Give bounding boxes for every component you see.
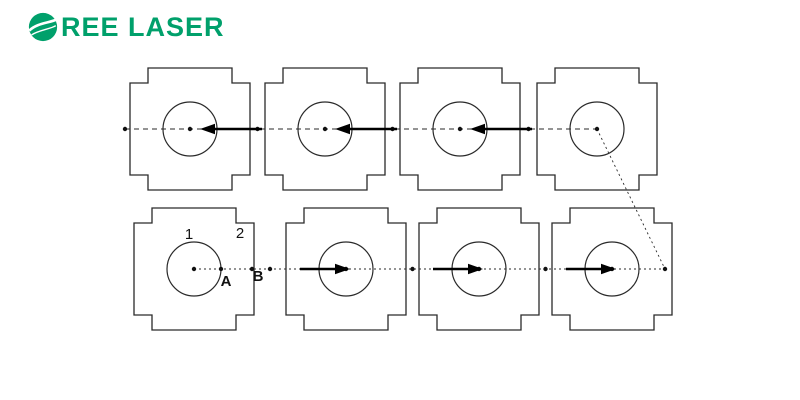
path-node-dot (191, 266, 197, 272)
transfer-path (596, 128, 666, 270)
path-node-dot (662, 266, 668, 272)
path-node-dot (218, 266, 224, 272)
label-contour-number: 2 (236, 225, 244, 242)
globe-sphere (28, 12, 58, 42)
label-point-a: A (221, 273, 232, 290)
path-node-dot (410, 266, 415, 272)
globe-icon (28, 12, 58, 42)
path-node-dot (457, 126, 463, 132)
globe-swoosh (28, 18, 58, 32)
arrowhead-left-icon (335, 123, 350, 135)
arrowhead-left-icon (200, 123, 215, 135)
arrowhead-right-icon (601, 263, 616, 275)
brand-logo: REE LASER (28, 12, 225, 42)
path-node-dot (594, 126, 600, 132)
path-node-dot (187, 126, 193, 132)
arrowhead-left-icon (470, 123, 485, 135)
path-node-dot (322, 126, 328, 132)
arrowhead-right-icon (335, 263, 350, 275)
path-node-dot (543, 266, 548, 272)
label-hole-number: 1 (185, 226, 193, 243)
label-point-b: B (253, 268, 264, 285)
paths-layer (122, 123, 668, 275)
path-node-dot (122, 126, 128, 132)
arrowhead-right-icon (468, 263, 483, 275)
path-node-dot (249, 266, 255, 272)
parts-layer (129, 67, 673, 331)
globe-swoosh-thin (31, 25, 57, 36)
path-node-dot (267, 266, 273, 272)
brand-text: REE LASER (61, 12, 225, 42)
